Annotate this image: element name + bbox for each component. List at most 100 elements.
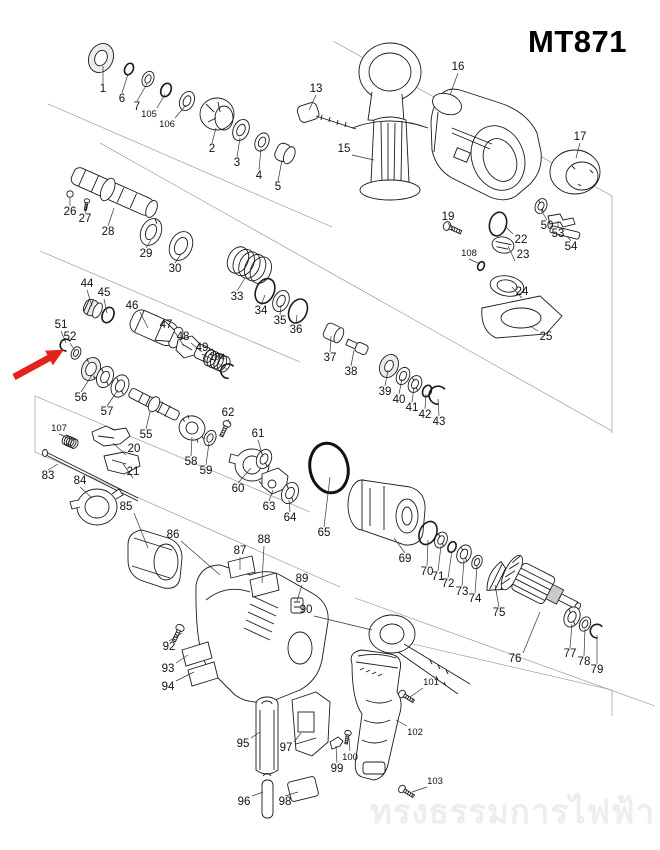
part-number-65: 65 [318,527,331,539]
leader-line [293,732,302,743]
part-54-bar [549,225,581,240]
leader-line [575,142,581,159]
leader-line [426,539,429,567]
part-number-100: 100 [342,752,358,763]
part-97-switch [291,691,331,757]
leader-line [86,289,93,307]
part-number-85: 85 [120,501,133,513]
part-44-cap [82,298,103,319]
red-pointer-arrow [12,349,64,380]
part-number-77: 77 [564,648,577,660]
leader-line [136,83,148,102]
part-58-gear [178,414,206,443]
part-53-lever [547,213,576,228]
leader-line [529,325,539,332]
part-number-42: 42 [419,409,432,421]
part-number-58: 58 [185,456,198,468]
leader-line [173,330,185,347]
part-number-87: 87 [234,545,247,557]
leader-line [236,277,246,292]
part-number-44: 44 [81,278,94,290]
leader-line [106,389,119,407]
leader-line [261,545,265,584]
leader-line [583,628,586,657]
part-number-25: 25 [540,331,553,343]
part-99-clip [329,736,344,750]
part-number-88: 88 [258,534,271,546]
leader-line [393,537,406,554]
part-number-98: 98 [279,796,292,808]
leader-line [411,386,415,403]
leader-line [313,615,373,631]
part-number-19: 19 [442,211,455,223]
part-17-rubber-ring [549,149,601,195]
leader-line [175,654,189,664]
leader-line [296,584,303,602]
part-number-34: 34 [255,305,268,317]
leader-line [156,93,166,109]
leader-line [145,239,152,249]
part-number-74: 74 [469,593,482,605]
part-number-89: 89 [296,573,309,585]
leader-line [257,439,264,458]
part-number-102: 102 [407,727,423,738]
leader-line [133,512,149,549]
leader-line [205,442,210,466]
leader-line [461,559,465,587]
part-1-bushing [88,43,114,73]
part-number-94: 94 [162,681,175,693]
part-number-69: 69 [399,553,412,565]
part-number-30: 30 [169,263,182,275]
part-number-92: 92 [163,641,176,653]
leader-line [447,222,454,231]
leader-line [424,393,427,410]
part-65-o-ring [308,441,350,495]
part-number-104: 104 [209,352,225,363]
part-102-handle-cover [350,649,402,781]
part-21-bracket [103,451,141,475]
part-number-71: 71 [432,571,445,583]
part-number-49: 49 [196,342,209,354]
leader-line [284,791,299,797]
part-23-spur-piece [491,236,515,254]
leader-line [58,433,71,440]
leader-line [522,611,541,654]
leader-line [112,442,127,456]
leader-line [411,786,428,793]
leader-line [79,486,93,499]
part-number-56: 56 [75,392,88,404]
leader-line [335,745,338,764]
part-number-59: 59 [200,465,213,477]
part-number-38: 38 [345,366,358,378]
leader-line [288,499,291,513]
part-38-pin [345,338,369,356]
part-number-107: 107 [51,423,67,434]
part-number-39: 39 [379,386,392,398]
leader-line [84,203,88,214]
leader-line [258,148,262,171]
part-number-16: 16 [452,61,465,73]
part-number-73: 73 [456,586,469,598]
part-96-tube [261,773,274,819]
part-number-75: 75 [493,607,506,619]
part-number-13: 13 [310,83,323,95]
leader-line [474,565,478,594]
part-number-43: 43 [433,416,446,428]
leader-line [329,335,332,353]
leader-line [236,137,241,158]
leader-line [69,342,76,352]
leader-line [295,314,298,325]
leader-line [80,374,93,393]
part-93-label-plate [181,641,213,667]
part-number-17: 17 [574,131,587,143]
leader-line [449,72,459,96]
watermark-text: ทรงธรรมการไฟฟ้า [369,793,655,830]
part-number-48: 48 [177,331,190,343]
part-number-96: 96 [238,796,251,808]
part-number-90: 90 [300,604,313,616]
leader-line [437,398,440,417]
leader-line [216,362,228,370]
part-number-15: 15 [338,143,351,155]
leader-line [277,159,283,182]
part-number-3: 3 [234,157,240,169]
